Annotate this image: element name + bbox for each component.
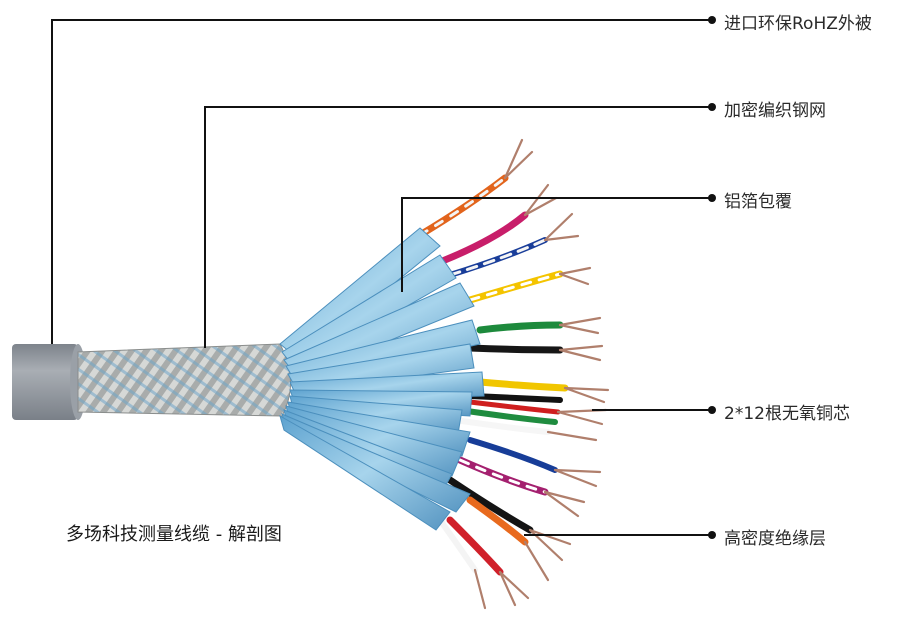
wire-pairs <box>416 174 569 576</box>
aluminum-foil-wraps <box>279 227 485 531</box>
leader-line-outer-jacket <box>51 19 712 344</box>
leader-line-braided-shield <box>204 106 712 348</box>
diagram-caption: 多场科技测量线缆 - 解剖图 <box>66 524 282 545</box>
outer-jacket <box>12 344 86 420</box>
label-insulation-layer: 高密度绝缘层 <box>724 529 826 549</box>
label-copper-cores: 2*12根无氧铜芯 <box>724 404 850 424</box>
leader-dots <box>708 16 716 539</box>
leader-lines <box>51 19 712 536</box>
label-aluminum-foil: 铝箔包覆 <box>724 192 792 212</box>
label-braided-shield: 加密编织钢网 <box>724 101 826 121</box>
leader-line-aluminum-foil <box>401 197 712 292</box>
braided-shield <box>77 343 291 417</box>
copper-conductors <box>473 138 610 610</box>
label-outer-jacket: 进口环保RoHZ外被 <box>724 14 872 34</box>
